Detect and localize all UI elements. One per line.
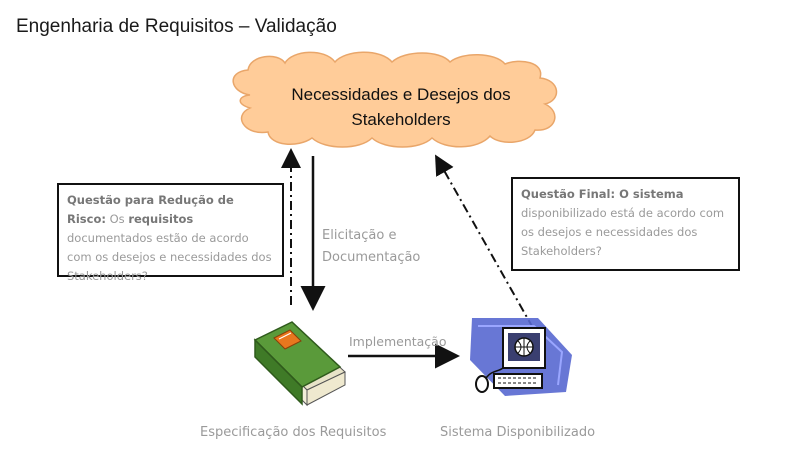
computer-icon bbox=[470, 318, 572, 396]
validation-arrow-right bbox=[435, 154, 534, 329]
spec-label: Especificação dos Requisitos bbox=[200, 425, 387, 440]
implementation-label: Implementação bbox=[349, 334, 447, 349]
risk-question-box: Questão para Redução de Risco: Os requis… bbox=[57, 183, 284, 283]
stakeholders-cloud bbox=[232, 51, 558, 148]
cloud-label: Necessidades e Desejos dos Stakeholders bbox=[270, 82, 532, 132]
cloud-label-line2: Stakeholders bbox=[351, 110, 451, 129]
cloud-label-line1: Necessidades e Desejos dos bbox=[291, 85, 511, 104]
final-question-label: Questão Final: bbox=[521, 187, 616, 201]
risk-question-bold: requisitos bbox=[128, 212, 194, 226]
final-question-bold: O sistema bbox=[615, 187, 684, 201]
final-question-box: Questão Final: O sistema disponibilizado… bbox=[511, 177, 740, 271]
risk-question-label: Questão para Redução de Risco: bbox=[67, 193, 234, 226]
risk-question-text-1: Os bbox=[105, 212, 129, 226]
risk-question-text-2: documentados estão de acordo com os dese… bbox=[67, 231, 272, 283]
final-question-text: disponibilizado está de acordo com os de… bbox=[521, 206, 725, 258]
system-label: Sistema Disponibilizado bbox=[440, 425, 596, 440]
page-title: Engenharia de Requisitos – Validação bbox=[16, 16, 337, 37]
elicitation-label: Elicitação e Documentação bbox=[322, 225, 420, 269]
elicitation-label-line1: Elicitação e bbox=[322, 228, 397, 243]
book-icon bbox=[253, 321, 346, 407]
elicitation-label-line2: Documentação bbox=[322, 250, 421, 265]
